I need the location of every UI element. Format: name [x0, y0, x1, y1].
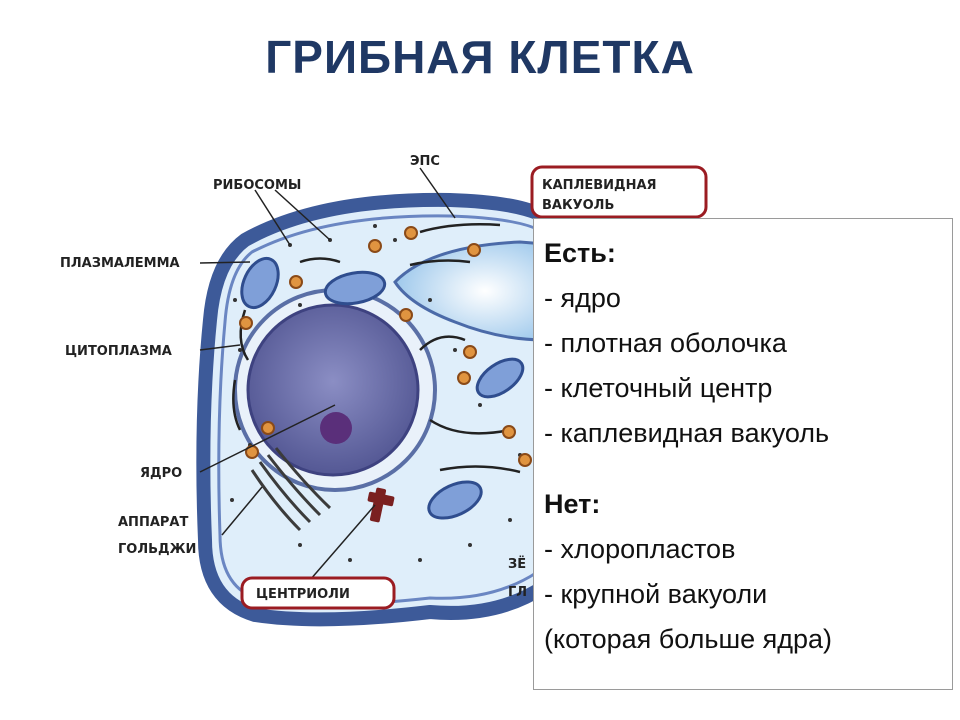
has-heading: Есть:	[544, 238, 616, 268]
info-box: Есть: - ядро - плотная оболочка - клеточ…	[533, 218, 953, 690]
vacuole-label-frame	[530, 165, 708, 219]
label-golgi-line1: АППАРАТ	[118, 515, 188, 530]
label-golgi-line2: ГОЛЬДЖИ	[118, 542, 196, 557]
has-item-cell-center: - клеточный центр	[544, 373, 773, 403]
droplet-vacuole	[393, 240, 547, 342]
has-item-dense-wall: - плотная оболочка	[544, 328, 787, 358]
not-heading: Нет:	[544, 489, 601, 519]
endoplasmic-reticulum	[232, 223, 521, 474]
label-nucleus: ЯДРО	[140, 466, 182, 481]
not-item-chloroplasts: - хлоропластов	[544, 534, 736, 564]
centrioles-label-frame	[240, 576, 396, 610]
golgi-apparatus	[250, 447, 332, 532]
has-item-nucleus: - ядро	[544, 283, 621, 313]
centrioles	[367, 487, 395, 523]
label-centrioles: ЦЕНТРИОЛИ	[256, 587, 350, 602]
label-cytoplasm: ЦИТОПЛАЗМА	[65, 344, 172, 359]
has-item-droplet-vacuole: - каплевидная вакуоль	[544, 418, 830, 448]
nucleus	[246, 303, 420, 477]
label-partial-2: ГЛ	[508, 585, 527, 600]
leader-lines	[199, 167, 456, 581]
mitochondria	[240, 256, 525, 520]
not-item-note: (которая больше ядра)	[544, 624, 833, 654]
nucleolus	[320, 412, 352, 444]
lipid-granules	[239, 226, 532, 467]
label-eps: ЭПС	[410, 154, 440, 169]
label-plasmalemma: ПЛАЗМАЛЕММА	[60, 256, 180, 271]
label-ribosomes: РИБОСОМЫ	[213, 178, 301, 193]
label-partial-1: ЗЁ	[508, 556, 526, 572]
label-vacuole-line2: ВАКУОЛЬ	[542, 198, 614, 213]
label-vacuole-line1: КАПЛЕВИДНАЯ	[542, 178, 657, 193]
slide-title: ГРИБНАЯ КЛЕТКА	[265, 31, 695, 83]
not-item-large-vacuole: - крупной вакуоли	[544, 579, 768, 609]
